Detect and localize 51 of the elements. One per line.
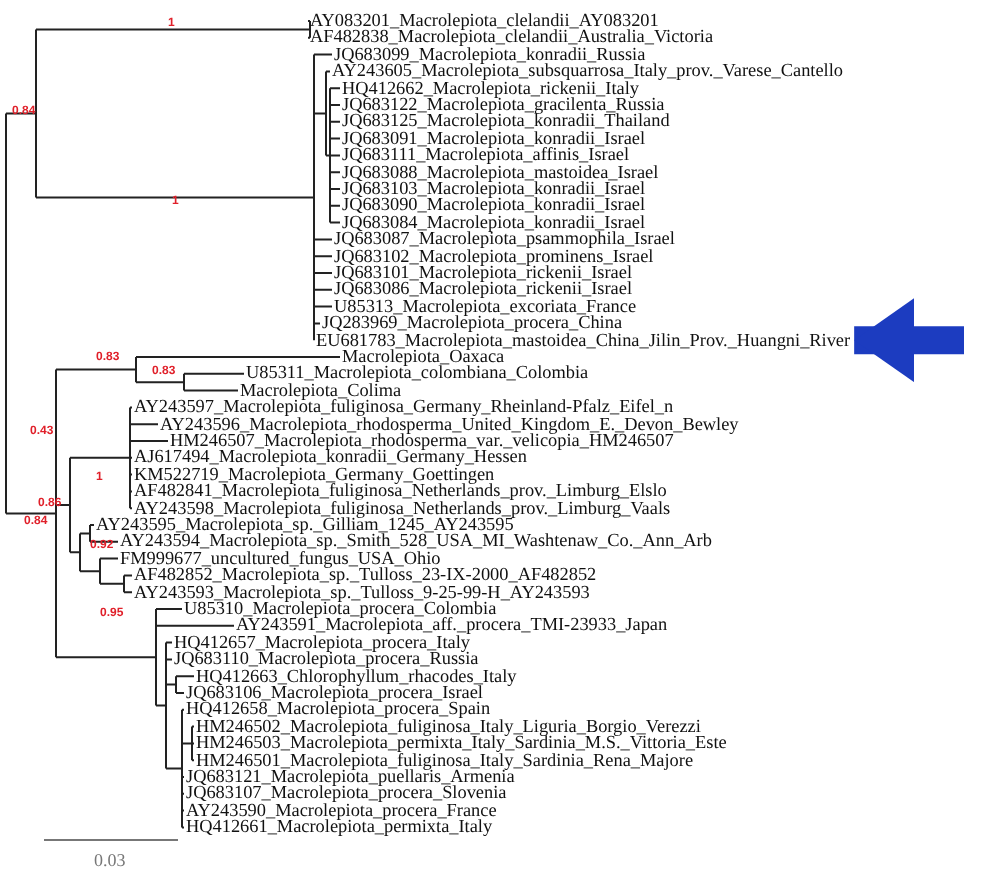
taxon-label: AY243596_Macrolepiota_rhodosperma_United_Kingdom_E._Devon_Bewley bbox=[160, 415, 739, 434]
taxon-label: HQ412661_Macrolepiota_permixta_Italy bbox=[186, 818, 493, 837]
taxon-label: JQ683122_Macrolepiota_gracilenta_Russia bbox=[342, 96, 665, 114]
taxon-label: AY243590_Macrolepiota_procera_France bbox=[186, 801, 497, 820]
taxon-label: AJ617494_Macrolepiota_konradii_Germany_Hessen bbox=[134, 448, 527, 467]
taxon-label: JQ683091_Macrolepiota_konradii_Israel bbox=[342, 129, 646, 148]
taxon-label: HM246507_Macrolepiota_rhodosperma_var._velicopia_HM246507 bbox=[170, 432, 674, 450]
taxon-label: U85310_Macrolepiota_procera_Colombia bbox=[184, 600, 497, 618]
taxon-label: JQ683099_Macrolepiota_konradii_Russia bbox=[334, 45, 646, 64]
taxon-label: AF482852_Macrolepiota_sp._Tulloss_23-IX-2000_AF482852 bbox=[134, 566, 597, 585]
taxon-label: JQ683086_Macrolepiota_rickenii_Israel bbox=[334, 280, 632, 299]
taxon-label: JQ683110_Macrolepiota_procera_Russia bbox=[174, 650, 479, 669]
taxon-label: AF482838_Macrolepiota_clelandii_Australia_Victoria bbox=[310, 28, 714, 47]
taxon-label: Macrolepiota_Colima bbox=[240, 381, 402, 400]
taxon-label: JQ683103_Macrolepiota_konradii_Israel bbox=[342, 180, 646, 198]
taxon-label: JQ683101_Macrolepiota_rickenii_Israel bbox=[334, 264, 632, 282]
taxon-label: AF482841_Macrolepiota_fuliginosa_Netherlands_prov._Limburg_Elslo bbox=[134, 482, 667, 501]
taxon-label: JQ683107_Macrolepiota_procera_Slovenia bbox=[186, 784, 507, 803]
taxon-label: JQ683106_Macrolepiota_procera_Israel bbox=[186, 684, 483, 702]
taxon-label: HQ412662_Macrolepiota_rickenii_Italy bbox=[342, 79, 639, 98]
taxon-label: AY243597_Macrolepiota_fuliginosa_Germany_Rheinland-Pfalz_Eifel_n bbox=[134, 398, 674, 417]
taxon-label: HM246502_Macrolepiota_fuliginosa_Italy_Liguria_Borgio_Verezzi bbox=[196, 717, 701, 736]
taxon-label: Macrolepiota_Oaxaca bbox=[342, 348, 505, 366]
taxon-label: HQ412657_Macrolepiota_procera_Italy bbox=[174, 633, 470, 652]
taxon-label: HQ412663_Chlorophyllum_rhacodes_Italy bbox=[196, 667, 517, 686]
taxon-label: JQ683090_Macrolepiota_konradii_Israel bbox=[342, 196, 646, 215]
scale-value: 0.03 bbox=[94, 850, 126, 870]
taxon-label: AY243591_Macrolepiota_aff._procera_TMI-23933_Japan bbox=[236, 616, 668, 635]
taxon-label: AY243593_Macrolepiota_sp._Tulloss_9-25-99-H_AY243593 bbox=[134, 583, 590, 602]
taxon-label: AY243595_Macrolepiota_sp._Gilliam_1245_AY243595 bbox=[96, 516, 514, 534]
taxon-label: JQ683088_Macrolepiota_mastoidea_Israel bbox=[342, 163, 659, 182]
taxon-label: AY243594_Macrolepiota_sp._Smith_528_USA_MI_Washtenaw_Co._Ann_Arb bbox=[120, 532, 712, 551]
taxon-label: HQ412658_Macrolepiota_procera_Spain bbox=[186, 700, 491, 719]
taxon-label: JQ683121_Macrolepiota_puellaris_Armenia bbox=[186, 768, 515, 786]
taxon-label: JQ683125_Macrolepiota_konradii_Thailand bbox=[342, 112, 670, 131]
taxon-label: JQ683087_Macrolepiota_psammophila_Israel bbox=[334, 230, 675, 249]
taxon-label: AY083201_Macrolepiota_clelandii_AY083201 bbox=[310, 12, 659, 30]
taxon-label: KM522719_Macrolepiota_Germany_Goettingen bbox=[134, 465, 495, 484]
taxon-label: U85311_Macrolepiota_colombiana_Colombia bbox=[246, 364, 589, 383]
taxon-label: HM246501_Macrolepiota_fuliginosa_Italy_Sardinia_Rena_Majore bbox=[196, 751, 694, 770]
taxon-label: JQ283969_Macrolepiota_procera_China bbox=[322, 314, 623, 333]
arrow bbox=[854, 298, 964, 383]
taxon-label: AY243598_Macrolepiota_fuliginosa_Netherlands_prov._Limburg_Vaals bbox=[134, 499, 671, 518]
taxon-label: AY243605_Macrolepiota_subsquarrosa_Italy_prov._Varese_Cantello bbox=[332, 62, 843, 81]
taxon-label: FM999677_uncultured_fungus_USA_Ohio bbox=[120, 549, 441, 568]
taxon-label: JQ683084_Macrolepiota_konradii_Israel bbox=[342, 213, 646, 232]
taxon-label: EU681783_Macrolepiota_mastoidea_China_Jilin_Prov._Huangni_River bbox=[316, 331, 851, 350]
taxon-label: HM246503_Macrolepiota_permixta_Italy_Sardinia_M.S._Vittoria_Este bbox=[196, 734, 727, 753]
taxon-label: JQ683111_Macrolepiota_affinis_Israel bbox=[342, 146, 630, 165]
taxon-label: JQ683102_Macrolepiota_prominens_Israel bbox=[334, 247, 654, 266]
taxon-label: U85313_Macrolepiota_excoriata_France bbox=[334, 297, 637, 316]
